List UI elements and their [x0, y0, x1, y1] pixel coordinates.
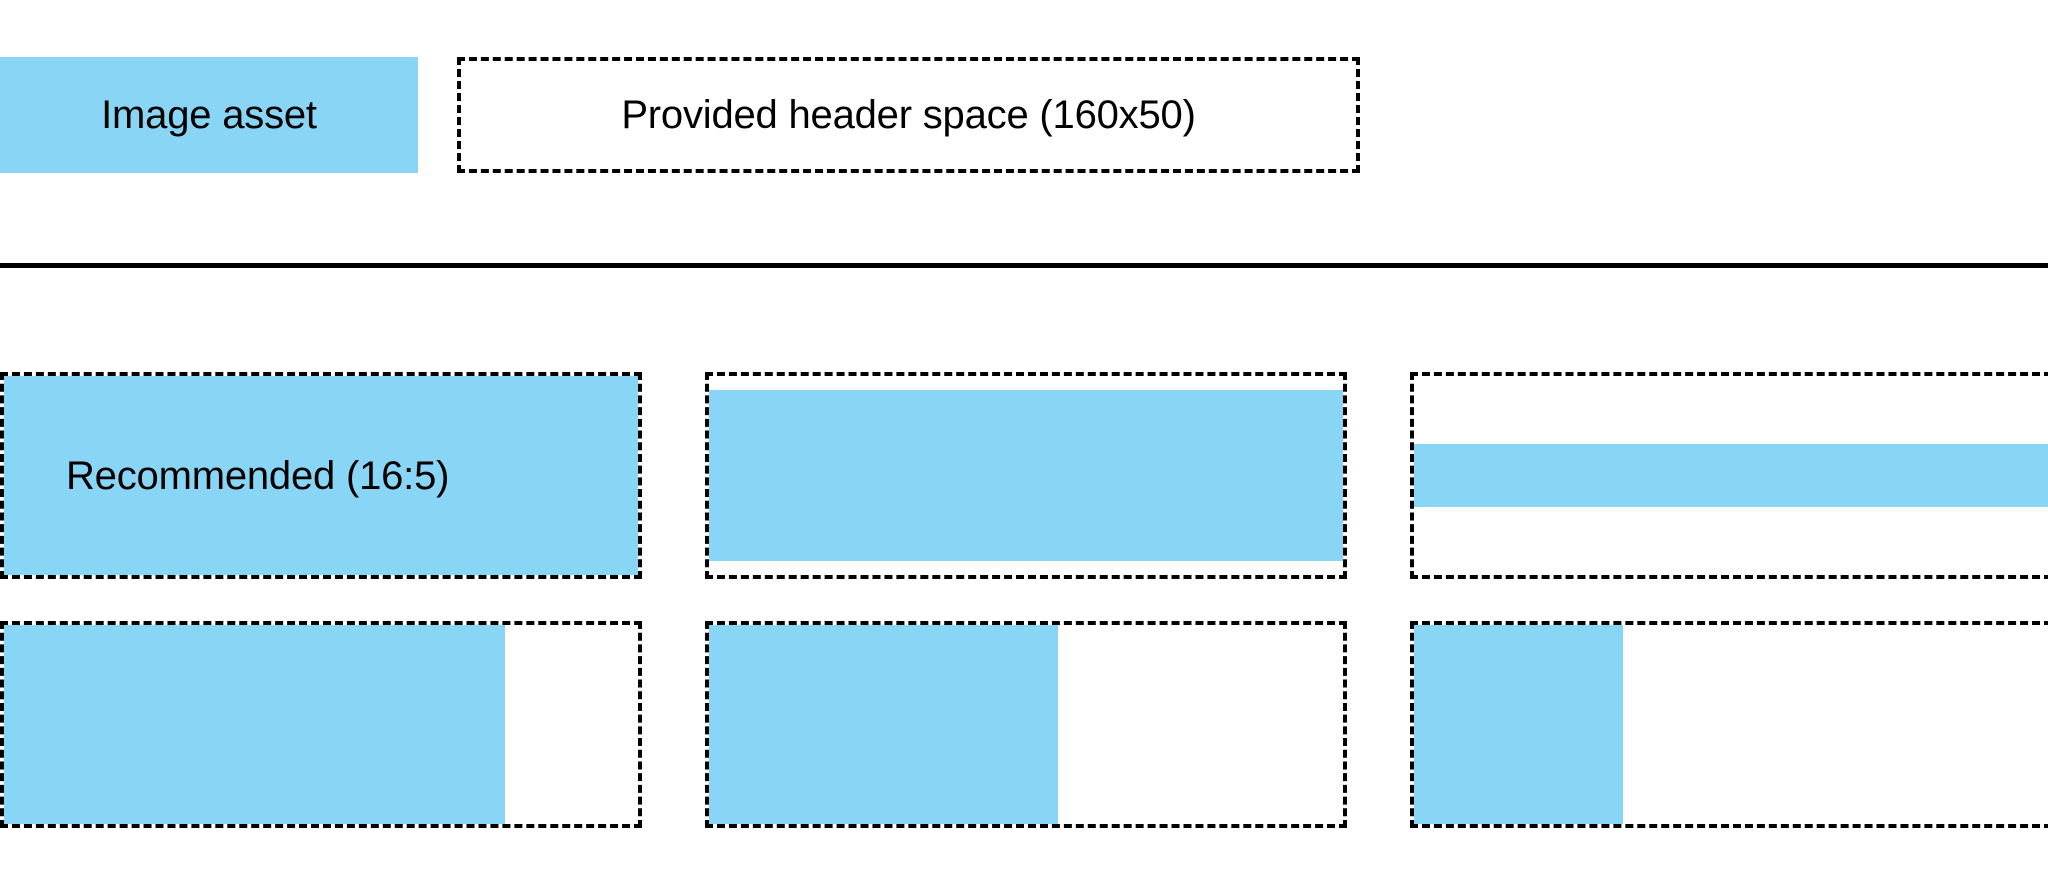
example-grid: Recommended (16:5): [0, 372, 2048, 828]
example-row-1: Recommended (16:5): [0, 372, 2048, 579]
example-cell-r1c3: [1410, 372, 2048, 579]
provided-header-space-label: Provided header space (160x50): [621, 93, 1196, 137]
asset-fill-r1c3: [1414, 443, 2048, 508]
example-cell-r2c1: [0, 621, 642, 828]
image-asset-label: Image asset: [101, 93, 317, 137]
section-divider: [0, 263, 2048, 268]
example-cell-r1c1: Recommended (16:5): [0, 372, 642, 579]
example-row-2: [0, 621, 2048, 828]
recommended-ratio-label: Recommended (16:5): [66, 453, 450, 498]
asset-fill-r1c1: [4, 376, 638, 575]
asset-fill-r2c3: [1414, 625, 1624, 824]
asset-fill-r1c2: [709, 389, 1343, 562]
asset-fill-r2c2: [709, 625, 1058, 824]
header-legend-row: Image asset Provided header space (160x5…: [0, 57, 2048, 173]
image-asset-swatch: Image asset: [0, 57, 418, 173]
example-cell-r2c2: [705, 621, 1347, 828]
example-cell-r1c2: [705, 372, 1347, 579]
asset-fill-r2c1: [4, 625, 505, 824]
example-cell-r2c3: [1410, 621, 2048, 828]
provided-header-space-box: Provided header space (160x50): [457, 57, 1360, 173]
